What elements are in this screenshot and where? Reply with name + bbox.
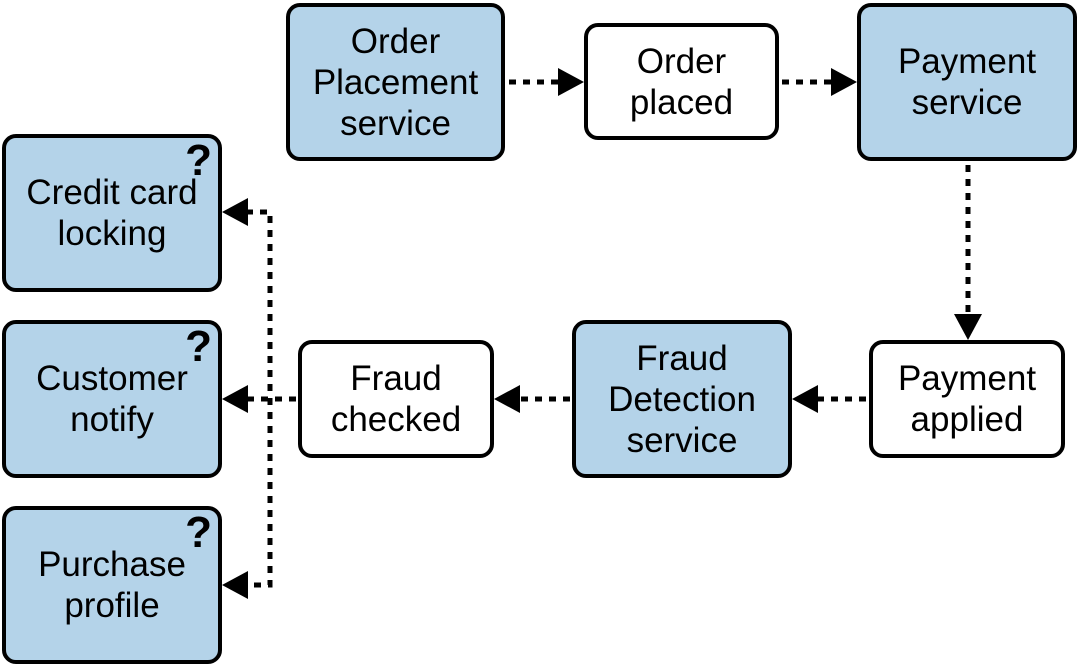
arrowhead-to-fraud-checked	[494, 385, 520, 413]
order-placement-service-label: Order Placement service	[312, 21, 479, 143]
customer-notify-label: Customer notify	[36, 359, 188, 439]
fraud-checked-event-node: Fraud checked	[298, 340, 494, 458]
question-mark-icon: ?	[185, 136, 212, 185]
credit-card-locking-node: Credit card locking ?	[2, 134, 222, 292]
order-placement-service-node: Order Placement service	[286, 3, 505, 161]
payment-service-label: Payment service	[897, 42, 1037, 122]
customer-notify-node: Customer notify ?	[2, 320, 222, 478]
order-placed-event-node: Order placed	[584, 23, 779, 140]
fraud-detection-service-node: Fraud Detection service	[572, 320, 792, 478]
fraud-detection-service-label: Fraud Detection service	[608, 338, 756, 460]
purchase-profile-label: Purchase profile	[38, 545, 186, 625]
payment-applied-event-node: Payment applied	[869, 340, 1065, 458]
arrowhead-to-payment-applied	[954, 314, 982, 340]
arrowhead-to-credit-card-locking	[222, 198, 248, 226]
fraud-checked-label: Fraud checked	[330, 359, 462, 439]
arrowhead-to-order-placed	[558, 68, 584, 96]
arrowhead-to-payment-service	[831, 68, 857, 96]
question-mark-icon: ?	[185, 322, 212, 371]
question-mark-icon: ?	[185, 508, 212, 557]
arrowhead-to-purchase-profile	[222, 571, 248, 599]
arrowhead-to-customer-notify	[222, 385, 248, 413]
credit-card-locking-label: Credit card locking	[26, 173, 198, 253]
payment-service-node: Payment service	[857, 3, 1077, 161]
connector-branch-trunk	[246, 209, 273, 588]
purchase-profile-node: Purchase profile ?	[2, 506, 222, 664]
payment-applied-label: Payment applied	[897, 359, 1037, 439]
order-placed-label: Order placed	[629, 41, 734, 122]
arrowhead-to-fraud-detection	[792, 385, 818, 413]
